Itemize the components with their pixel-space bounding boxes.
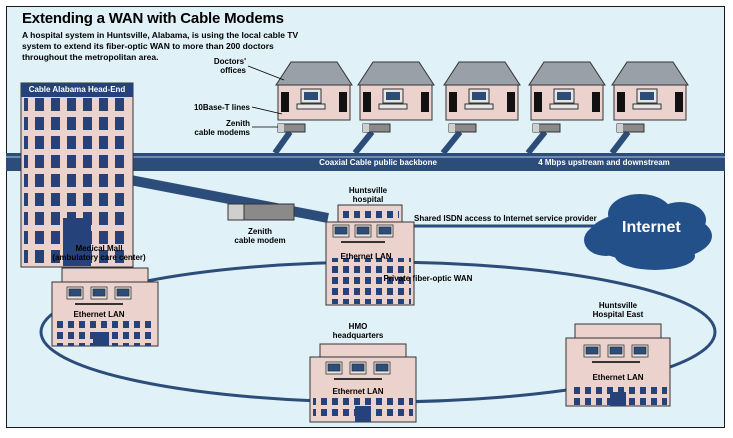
zenith-modems-label: cable modems: [194, 128, 250, 137]
lan-computers: [66, 224, 649, 380]
zenith-cable-modems: [277, 123, 645, 133]
doctors-office-1: [275, 61, 353, 121]
internet-cloud: [584, 194, 712, 270]
backbone-label: Coaxial Cable public backbone: [319, 158, 437, 167]
modem-connectors: [272, 130, 631, 155]
speed-label: 4 Mbps upstream and downstream: [538, 158, 670, 167]
hospital-east-label: Huntsville: [598, 301, 638, 310]
description-line: system to extend its fiber-optic WAN to …: [22, 41, 274, 51]
doctors-office-4: [528, 61, 606, 121]
medical-mall-label: (ambulatory care center): [52, 253, 146, 262]
medical-mall-label: Medical Mall: [75, 244, 123, 253]
doctors-office-3: [443, 61, 521, 121]
private-wan-label: Private fiber-optic WAN: [383, 274, 473, 283]
10base-t-label: 10Base-T lines: [193, 103, 250, 112]
head-end-label: Cable Alabama Head-End: [28, 85, 126, 94]
cable-alabama-head-end: [20, 82, 134, 268]
diagram-title: Extending a WAN with Cable Modems: [22, 10, 284, 27]
zenith-modems-label: Zenith: [226, 119, 250, 128]
ethernet-lan-label: Ethernet LAN: [340, 252, 392, 261]
description-line: A hospital system in Huntsville, Alabama…: [22, 30, 299, 40]
doctors-office-2: [357, 61, 435, 121]
internet-label: Internet: [622, 219, 681, 236]
zenith-modem-label: Zenith: [248, 227, 272, 236]
hmo-label: headquarters: [332, 331, 384, 340]
description-line: throughout the metropolitan area.: [22, 52, 159, 62]
zenith-large-modem: [227, 203, 295, 221]
cable-to-hospital: [119, 173, 329, 223]
doctors-office-5: [611, 61, 689, 121]
ethernet-lan-label: Ethernet LAN: [73, 310, 125, 319]
huntsville-hospital-east: [565, 323, 671, 407]
ethernet-lan-label: Ethernet LAN: [592, 373, 644, 382]
hmo-headquarters: [309, 343, 417, 423]
hmo-label: HMO: [348, 322, 368, 331]
doctors-offices-label: Doctors': [213, 57, 246, 66]
ethernet-lan-label: Ethernet LAN: [332, 387, 384, 396]
doctors-offices-label: offices: [220, 66, 246, 75]
zenith-modem-label: cable modem: [234, 236, 286, 245]
huntsville-hospital-label: hospital: [352, 195, 384, 204]
huntsville-hospital-label: Huntsville: [348, 186, 388, 195]
isdn-label: Shared ISDN access to Internet service p…: [414, 214, 597, 223]
hospital-east-label: Hospital East: [592, 310, 644, 319]
medical-mall: [51, 267, 159, 347]
